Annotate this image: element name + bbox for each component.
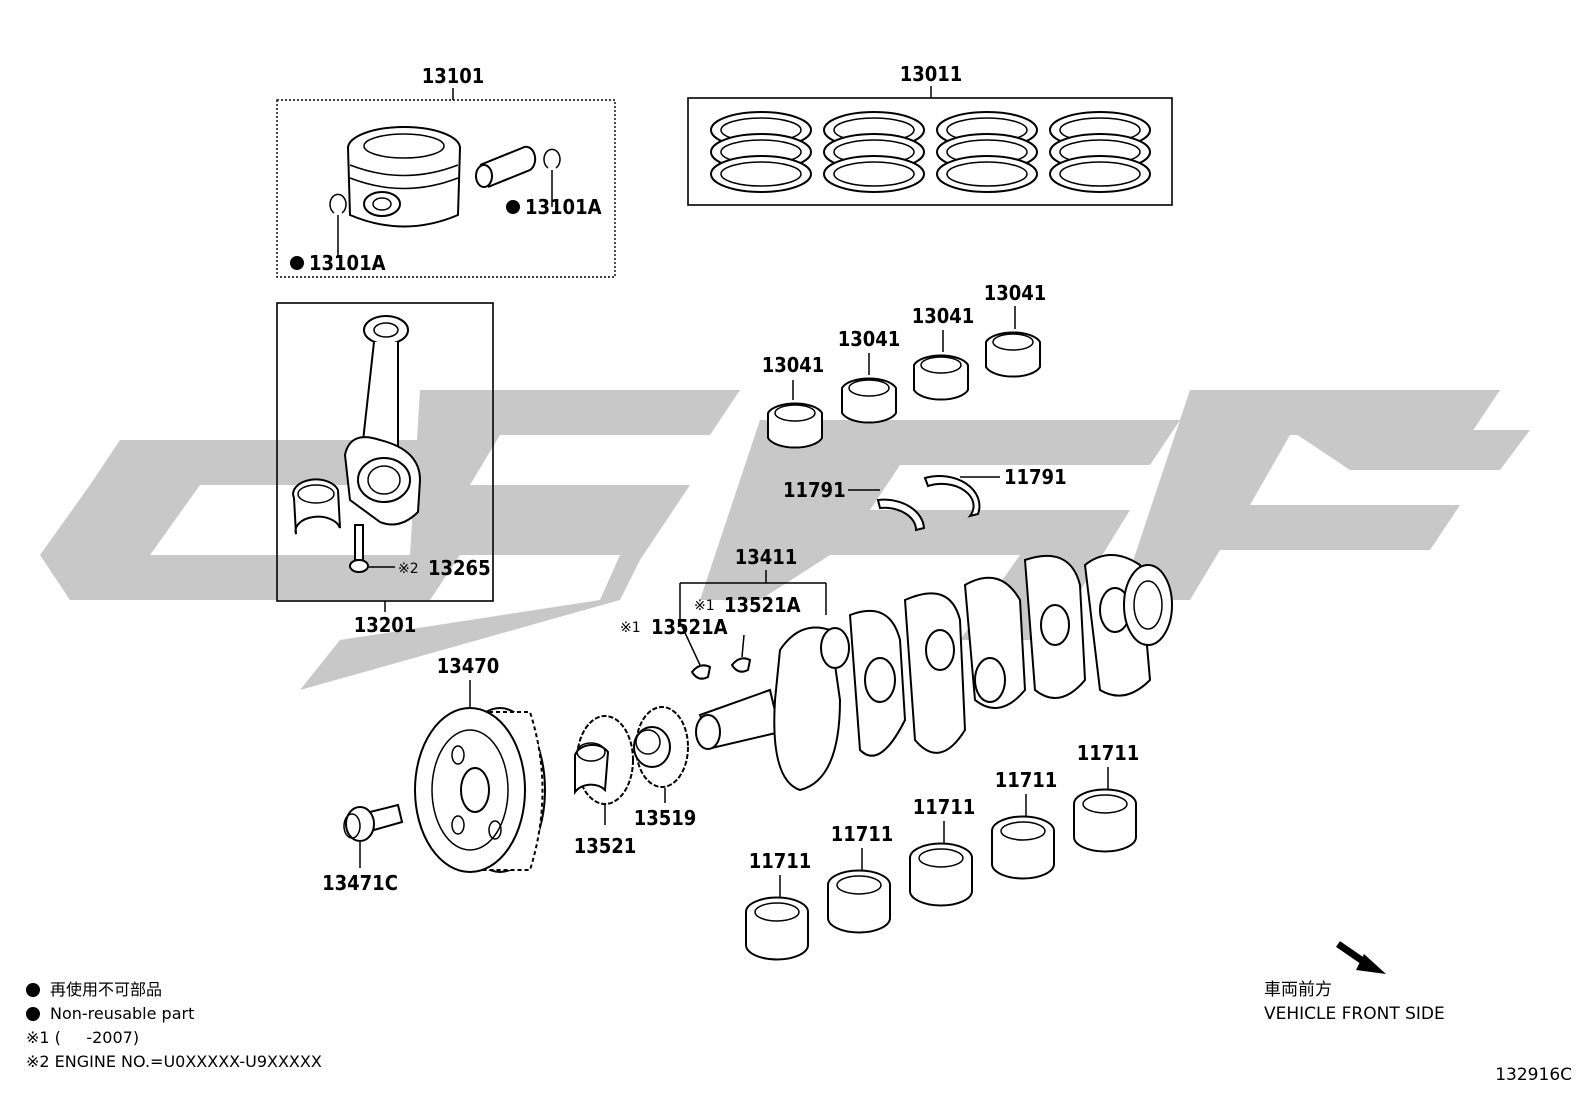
crank-gear-icon — [574, 715, 634, 825]
key-upper-icon — [730, 634, 752, 673]
main-bearing-2-label: 11711 — [831, 822, 894, 846]
bullet-icon — [26, 983, 40, 997]
conrod-bearing-3-label: 13041 — [912, 304, 975, 328]
conrod-bearing-1-icon — [767, 380, 823, 449]
piston-pin-icon — [475, 145, 537, 188]
legend-row-en: Non-reusable part — [26, 1002, 322, 1026]
conrod-bolt-icon — [349, 524, 395, 573]
crank-gear-label: 13521 — [574, 834, 637, 858]
legend-note-2: ※2 ENGINE NO.=U0XXXXX-U9XXXXX — [26, 1052, 322, 1071]
piston-set-label: 13101 — [422, 64, 485, 88]
legend-nonreusable-jp: 再使用不可部品 — [50, 980, 163, 999]
conrod-bearing-shell-icon — [292, 478, 341, 535]
crank-sprocket-label: 13519 — [634, 806, 697, 830]
conrod-bearing-4-icon — [985, 306, 1041, 378]
nonreusable-dot — [290, 256, 304, 270]
conrod-bearing-1-label: 13041 — [762, 353, 825, 377]
conrod-bearing-2-label: 13041 — [838, 327, 901, 351]
main-bearing-4-label: 11711 — [995, 768, 1058, 792]
main-bearing-3-icon — [909, 821, 973, 907]
conrod-label: 13201 — [354, 613, 417, 637]
key-lower-icon — [679, 621, 712, 680]
piston-set-box: 13101 — [276, 64, 616, 278]
piston-rings-icon — [710, 111, 1151, 193]
bullet-icon — [26, 1007, 40, 1021]
key-lower-label: 13521A — [651, 615, 728, 639]
conrod-bolt-label: 13265 — [428, 556, 491, 580]
main-bearing-5-label: 11711 — [1077, 741, 1140, 765]
main-bearing-4-icon — [991, 794, 1055, 880]
thrust-washer-left-icon — [848, 489, 926, 532]
legend-nonreusable-en: Non-reusable part — [50, 1004, 195, 1023]
crankshaft-label: 13411 — [735, 545, 798, 569]
crankshaft-icon — [695, 554, 1173, 792]
nonreusable-dot — [506, 200, 520, 214]
snap-ring-right-label: 13101A — [525, 195, 602, 219]
pulley-label: 13470 — [437, 654, 500, 678]
thrust-washer-right-icon — [923, 474, 1000, 518]
key-upper-mark: ※1 — [694, 598, 715, 614]
snap-ring-right-icon — [543, 148, 561, 207]
thrust-washer-left-label: 11791 — [783, 478, 846, 502]
conrod-box: 13201 — [276, 302, 494, 637]
conrod-bearing-3-icon — [913, 330, 969, 401]
ring-set-box: 13011 — [687, 62, 1173, 206]
main-bearing-5-icon — [1073, 767, 1137, 853]
pulley-bolt-icon — [343, 803, 404, 868]
main-bearing-3-label: 11711 — [913, 795, 976, 819]
vehicle-front-en: VEHICLE FRONT SIDE — [1264, 1004, 1445, 1024]
conrod-bolt-mark: ※2 — [398, 561, 419, 577]
vehicle-front-caption: 車両前方 VEHICLE FRONT SIDE — [1264, 978, 1445, 1026]
main-bearing-2-icon — [827, 848, 891, 934]
legend-note-1: ※1 ( -2007) — [26, 1028, 140, 1047]
conrod-bearing-2-icon — [841, 353, 897, 424]
thrust-washer-right-label: 11791 — [1004, 465, 1067, 489]
illustration-number: 132916C — [1495, 1065, 1572, 1085]
legend: 再使用不可部品 Non-reusable part ※1 ( -2007) ※2… — [26, 978, 322, 1074]
front-arrow-icon — [1336, 941, 1386, 974]
crank-pulley-icon — [414, 707, 546, 873]
piston-icon — [347, 126, 461, 228]
key-lower-mark: ※1 — [620, 620, 641, 636]
connecting-rod-icon — [343, 315, 422, 526]
pulley-bolt-label: 13471C — [322, 871, 398, 895]
main-bearing-1-icon — [745, 875, 809, 961]
key-upper-label: 13521A — [724, 593, 801, 617]
snap-ring-left-icon — [329, 193, 347, 258]
snap-ring-left-label: 13101A — [309, 251, 386, 275]
crank-sprocket-icon — [633, 706, 689, 803]
conrod-bearing-4-label: 13041 — [984, 281, 1047, 305]
vehicle-front-jp: 車両前方 — [1264, 980, 1332, 1000]
main-bearing-1-label: 11711 — [749, 849, 812, 873]
legend-row-jp: 再使用不可部品 — [26, 978, 322, 1002]
crankshaft-leader — [679, 570, 827, 622]
ring-set-label: 13011 — [900, 62, 963, 86]
